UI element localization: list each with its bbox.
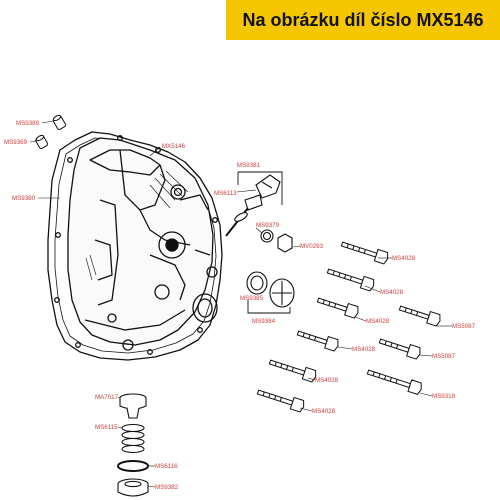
part-number-banner: Na obrázku díl číslo MX5146 bbox=[226, 0, 500, 40]
label-ms5087-2: MS5087 bbox=[432, 353, 456, 360]
label-ms4028-4: MS4028 bbox=[352, 346, 376, 353]
label-ms9380: MS9380 bbox=[12, 195, 36, 202]
label-mv0293: MV0293 bbox=[300, 243, 324, 250]
label-ms9385: MS9385 bbox=[240, 295, 264, 302]
label-ms4028-3: MS4028 bbox=[366, 318, 390, 325]
label-ms6115: MS6115 bbox=[95, 424, 118, 431]
label-ms6116: MS6116 bbox=[155, 463, 178, 470]
part-labels: MS9389 MS9369 MX5146 MS9380 MS9381 MS611… bbox=[4, 120, 476, 491]
label-ms4028-5: MS4028 bbox=[315, 377, 339, 384]
label-ms4028-1: MS4028 bbox=[392, 255, 416, 262]
label-mx5146: MX5146 bbox=[162, 143, 186, 150]
dipstick-assembly bbox=[225, 171, 283, 237]
filler-cap bbox=[246, 271, 295, 314]
label-ms9379: MS9379 bbox=[256, 222, 280, 229]
dowel-pins bbox=[35, 114, 67, 149]
label-ms4028-2: MS4028 bbox=[380, 289, 404, 296]
label-ms6113: MS6113 bbox=[214, 190, 237, 197]
bolts bbox=[256, 241, 441, 413]
label-ms9389: MS9389 bbox=[16, 120, 40, 127]
label-ms9382: MS9382 bbox=[155, 484, 179, 491]
label-ms9381: MS9381 bbox=[237, 162, 261, 169]
label-ms9318: MS9318 bbox=[432, 393, 456, 400]
leader-lines bbox=[29, 120, 452, 488]
crankcase-cover bbox=[47, 131, 223, 361]
drain-plug bbox=[260, 229, 293, 253]
label-ms9369: MS9369 bbox=[4, 139, 28, 146]
filter-stack bbox=[117, 393, 149, 497]
label-ms9384: MS9384 bbox=[252, 318, 276, 325]
label-ms5087-1: MS5087 bbox=[452, 323, 476, 330]
label-ms4028-6: MS4028 bbox=[312, 408, 336, 415]
banner-text: Na obrázku díl číslo MX5146 bbox=[242, 9, 484, 30]
label-ma7017: MA7017 bbox=[95, 394, 119, 401]
